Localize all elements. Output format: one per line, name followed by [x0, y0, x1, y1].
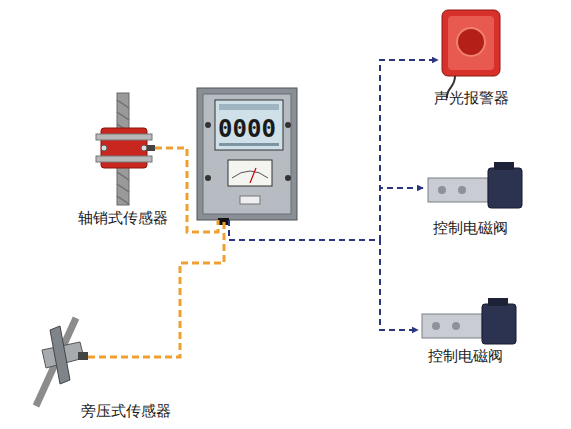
solenoid-valve-art: [428, 162, 522, 208]
panel-screw: [285, 175, 291, 181]
clamp-flange: [96, 134, 152, 140]
sensor-cable: [88, 220, 224, 357]
controller-art: [197, 88, 297, 225]
sensor-node: 旁压式传感器: [30, 315, 88, 425]
clamp-flange: [96, 156, 152, 162]
lcd-screen: [215, 100, 283, 150]
alarm-node: 声光报警器: [438, 6, 504, 110]
valve-port: [458, 186, 466, 194]
lcd-footer: [219, 143, 279, 146]
sensor-arm: [50, 326, 70, 384]
alarm-face: [448, 16, 494, 70]
control-signal-line: [229, 188, 423, 240]
controller-face: [203, 94, 291, 214]
alarm-art: [442, 10, 500, 98]
valve-coil: [482, 304, 516, 344]
alarm-lamp: [457, 28, 485, 56]
analog-meter: [228, 160, 272, 186]
device-label: 旁压式传感器: [81, 403, 171, 420]
sensor-cable: [155, 148, 218, 232]
meter-scale: [232, 171, 268, 178]
name-plate: [240, 196, 260, 204]
valve-port: [452, 322, 460, 330]
cable-gland: [78, 352, 88, 360]
controller-housing: [197, 88, 297, 220]
coil-plug: [488, 298, 508, 306]
valve-port: [432, 322, 440, 330]
display-reading: 0000: [218, 116, 276, 144]
cable-gland: [147, 145, 155, 151]
control-signal-line: [229, 220, 418, 330]
axle-pin-sensor-art: [96, 93, 155, 205]
clamp-bolt: [141, 145, 147, 151]
lcd-header: [219, 104, 279, 110]
controller-node: 0000: [197, 88, 297, 220]
valve-node: 控制电磁阀: [423, 160, 528, 240]
panel-screw: [285, 122, 291, 128]
alarm-housing: [442, 10, 500, 76]
valve-node: 控制电磁阀: [418, 300, 523, 372]
device-label: 声光报警器: [434, 90, 509, 107]
solenoid-valve-art: [422, 298, 516, 344]
control-signal-line: [229, 60, 438, 240]
clamp-bolt: [101, 145, 107, 151]
valve-body: [422, 314, 482, 338]
side-pressure-sensor-art: [36, 318, 88, 406]
panel-screw: [205, 175, 211, 181]
sensor-node: 轴销式传感器: [92, 92, 155, 230]
panel-screw: [205, 122, 211, 128]
valve-coil: [488, 168, 522, 208]
device-label: 控制电磁阀: [428, 348, 503, 365]
cable-connector: [218, 218, 229, 225]
valve-port: [438, 186, 446, 194]
device-label: 控制电磁阀: [433, 220, 508, 237]
device-label: 轴销式传感器: [78, 210, 168, 227]
meter-needle: [250, 168, 256, 183]
valve-body: [428, 178, 488, 202]
coil-plug: [494, 162, 514, 170]
